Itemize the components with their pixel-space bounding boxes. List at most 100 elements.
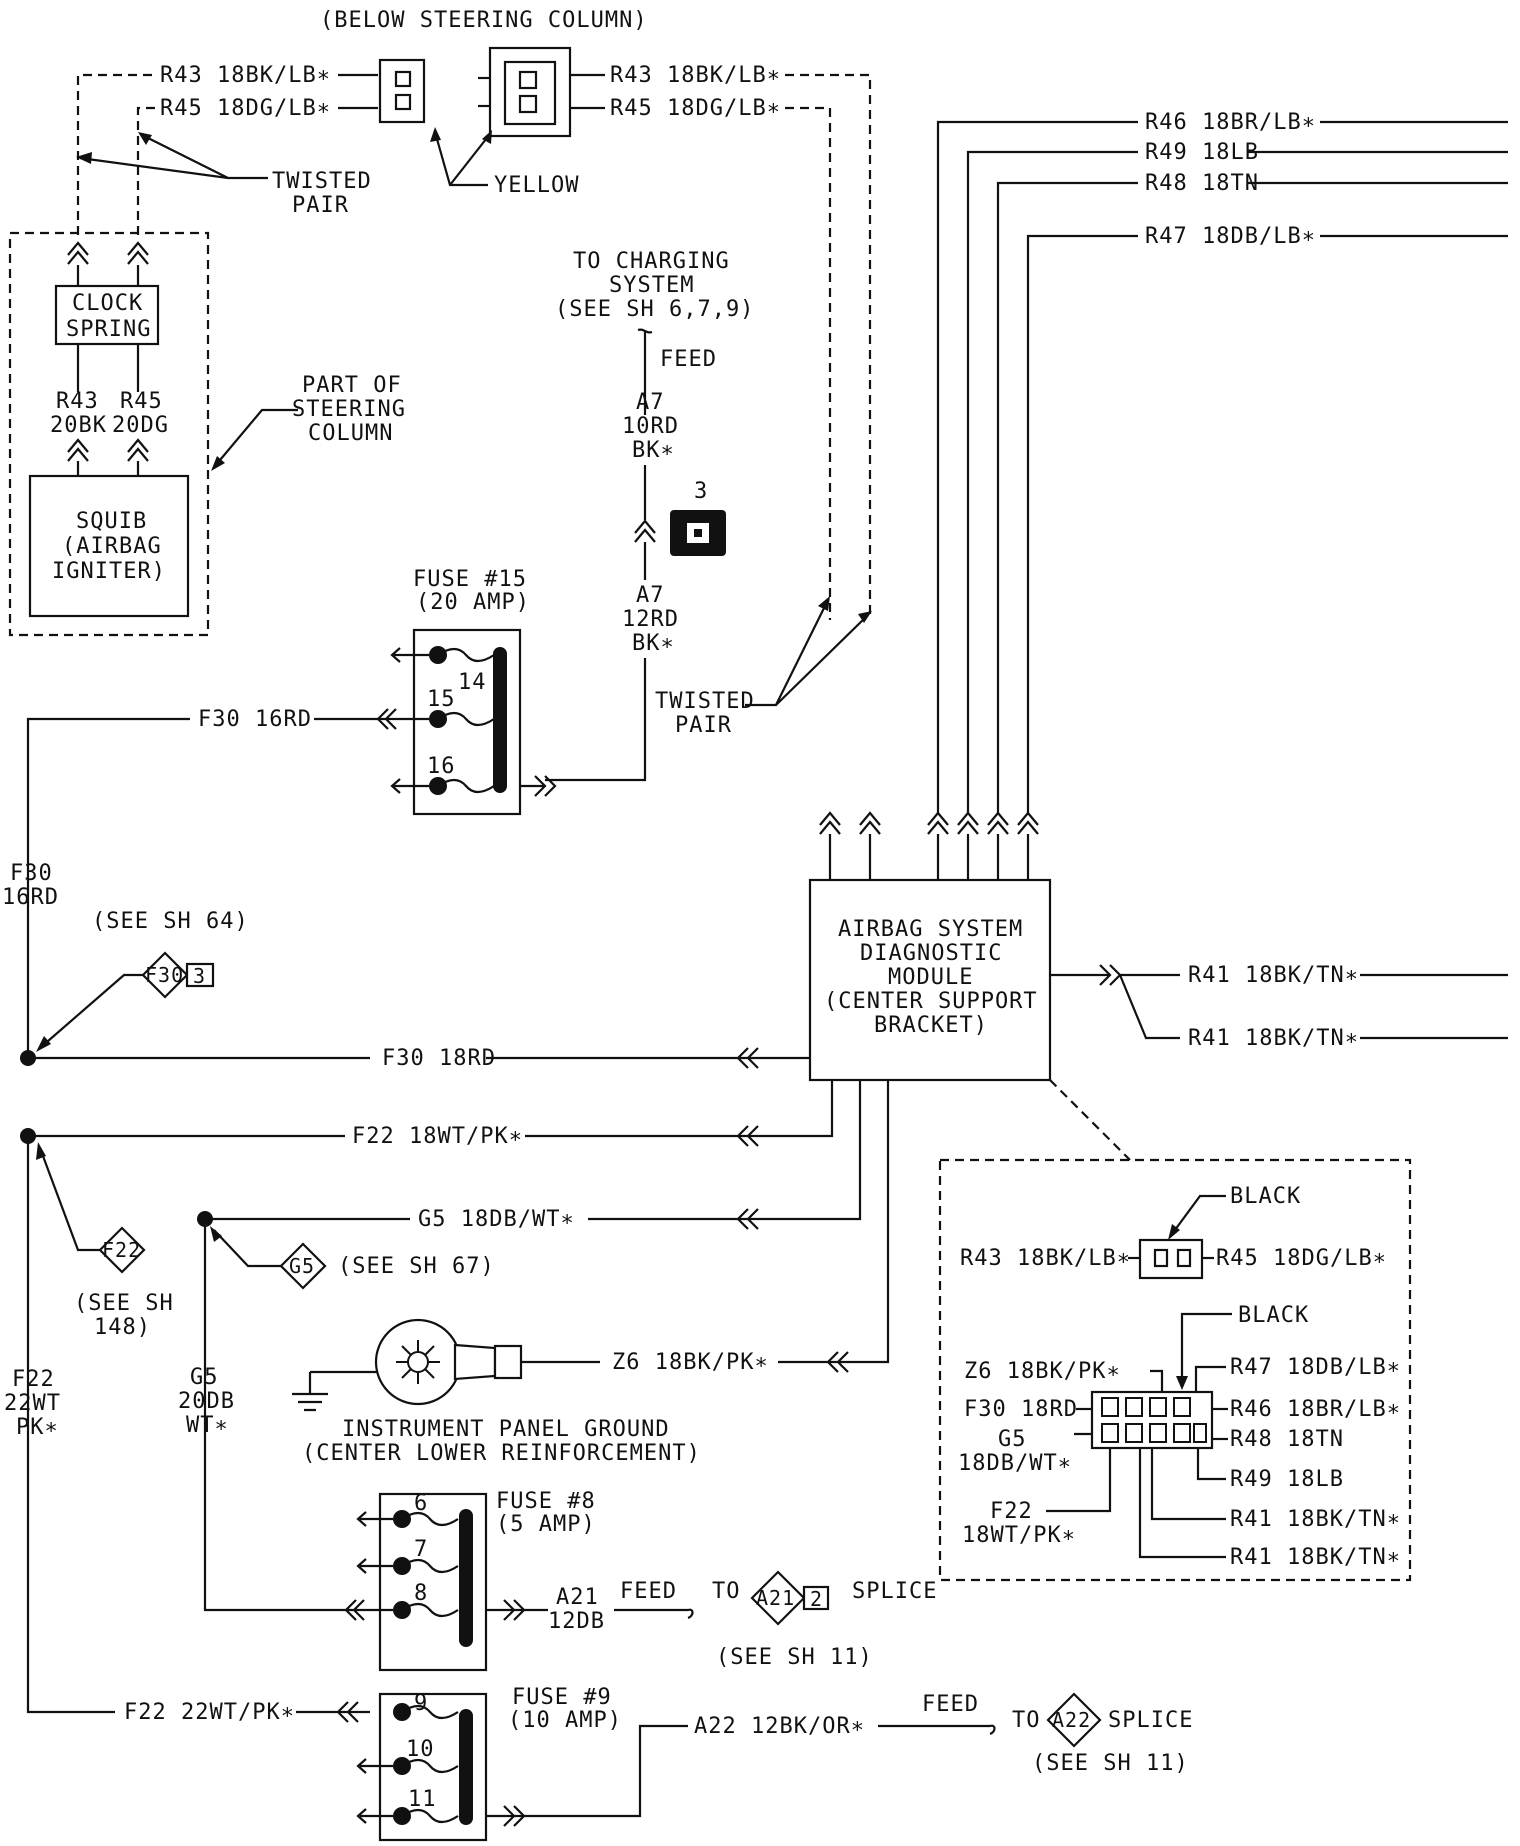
fuse8-title-1: FUSE #8: [496, 1489, 596, 1514]
see-sh148-label-2: 148): [94, 1315, 151, 1340]
steering-connector-male: [378, 58, 426, 124]
g5-vertical-label-3: WT∗: [186, 1413, 229, 1438]
a7-lower-label-3: BK∗: [632, 631, 675, 656]
fuse15-pin15: 15: [427, 687, 456, 712]
r45-top-left-label: R45 18DG/LB∗: [160, 96, 331, 121]
a22-see-label: (SEE SH 11): [1032, 1751, 1189, 1776]
a7-upper-label-3: BK∗: [632, 438, 675, 463]
wire-r45-right: [785, 106, 832, 620]
steering-connector-female: [478, 46, 572, 138]
inset-module-connector: [1090, 1390, 1214, 1450]
fuse15-title-2: (20 AMP): [416, 590, 530, 615]
instrument-panel-ground-icon: [292, 1318, 523, 1412]
a7-upper-label-1: A7: [636, 390, 665, 415]
inset-black-label-1: BLACK: [1230, 1184, 1301, 1209]
a21-connector-tag: [750, 1570, 830, 1626]
wire-r43-left: [76, 73, 158, 235]
clock-spring-label-1: CLOCK: [72, 291, 143, 316]
twisted-pair-label-1: TWISTED: [272, 169, 372, 194]
a21-tag-label: A21: [756, 1586, 795, 1610]
wire-r43-right: [785, 73, 872, 620]
f30-vertical-label-1: F30: [10, 861, 53, 886]
see-sh64-label: (SEE SH 64): [92, 909, 249, 934]
fuse9-block: [378, 1692, 488, 1842]
g5-vertical-label-2: 20DB: [178, 1389, 235, 1414]
connector-3-icon: [670, 510, 726, 556]
g5-18-label: G5 18DB/WT∗: [418, 1207, 575, 1232]
module-label-5: BRACKET): [874, 1013, 988, 1038]
below-steering-column-label: (BELOW STEERING COLUMN): [320, 8, 648, 33]
fuse9-title-2: (10 AMP): [508, 1708, 622, 1733]
a22-connector-tag: [1046, 1692, 1102, 1748]
ground-label-2: (CENTER LOWER REINFORCEMENT): [302, 1441, 701, 1466]
fuse15-block: [412, 628, 522, 816]
twisted-pair-label-2: PAIR: [292, 193, 349, 218]
inset-f30-label: F30 18RD: [964, 1397, 1078, 1422]
inset-r41b-label: R41 18BK/TN∗: [1230, 1545, 1401, 1570]
charging-label-1: TO CHARGING: [573, 249, 730, 274]
module-label-1: AIRBAG SYSTEM: [838, 917, 1023, 942]
r41b-wire-label: R41 18BK/TN∗: [1188, 1026, 1359, 1051]
a7-upper-label-2: 10RD: [622, 414, 679, 439]
inset-z6-label: Z6 18BK/PK∗: [964, 1359, 1121, 1384]
squib-label-2: (AIRBAG: [62, 534, 162, 559]
a21-feed-label: FEED: [620, 1579, 677, 1604]
f30-vertical-label-2: 16RD: [2, 885, 59, 910]
inset-airbag-connector: [1128, 1238, 1214, 1280]
g5-vertical-label-1: G5: [190, 1365, 219, 1390]
a21-label-1: A21: [556, 1585, 599, 1610]
a7-lower-label-1: A7: [636, 583, 665, 608]
a21-label-2: 12DB: [548, 1609, 605, 1634]
a22-tag-label: A22: [1052, 1708, 1091, 1732]
f30-connector-tag: [141, 951, 215, 999]
inset-r41a-label: R41 18BK/TN∗: [1230, 1507, 1401, 1532]
module-label-4: (CENTER SUPPORT: [824, 989, 1038, 1014]
r43-top-left-label: R43 18BK/LB∗: [160, 63, 331, 88]
ground-label-1: INSTRUMENT PANEL GROUND: [342, 1417, 670, 1442]
see-sh67-label: (SEE SH 67): [338, 1254, 495, 1279]
squib-label-3: IGNITER): [52, 559, 166, 584]
fuse9-pin11: 11: [408, 1787, 437, 1812]
r43-lower-label-2: 20BK: [50, 413, 107, 438]
a22-feed-label: FEED: [922, 1692, 979, 1717]
fuse8-pin7: 7: [414, 1537, 428, 1562]
f30-tag-number: 3: [193, 964, 206, 988]
r43-top-right-label: R43 18BK/LB∗: [610, 63, 781, 88]
part-of-label-1: PART OF: [302, 373, 402, 398]
clock-spring: [54, 284, 160, 346]
airbag-diagnostic-module: [808, 878, 1052, 1082]
f22-tag-label: F22: [102, 1238, 141, 1262]
f30-tag-label: F30: [145, 963, 184, 987]
inset-black-label-2: BLACK: [1238, 1303, 1309, 1328]
connector-3-number: 3: [694, 479, 708, 504]
module-label-2: DIAGNOSTIC: [860, 941, 1002, 966]
fuse9-pin10: 10: [406, 1737, 435, 1762]
module-label-3: MODULE: [888, 965, 973, 990]
fuse8-block: [378, 1492, 488, 1672]
a21-splice-label: SPLICE: [852, 1579, 937, 1604]
a22-splice-label: SPLICE: [1108, 1708, 1193, 1733]
steering-column-box: [8, 231, 210, 637]
z6-ground-label: Z6 18BK/PK∗: [612, 1350, 769, 1375]
r43-lower-label-1: R43: [56, 389, 99, 414]
fuse9-pin9: 9: [414, 1691, 428, 1716]
inset-r49-label: R49 18LB: [1230, 1467, 1344, 1492]
inset-g5-label-2: 18DB/WT∗: [958, 1451, 1072, 1476]
wire-r45-left: [136, 106, 158, 235]
a7-lower-label-2: 12RD: [622, 607, 679, 632]
connector-inset-box: [938, 1158, 1412, 1582]
g5-tag-label: G5: [289, 1254, 315, 1278]
squib-label-1: SQUIB: [76, 509, 147, 534]
inset-f22-label-2: 18WT/PK∗: [962, 1523, 1076, 1548]
fuse8-pin8: 8: [414, 1581, 428, 1606]
inset-r47-label: R47 18DB/LB∗: [1230, 1355, 1401, 1380]
r48-wire-label: R48 18TN: [1145, 171, 1259, 196]
f22-vertical-label-3: PK∗: [16, 1415, 59, 1440]
fuse9-title-1: FUSE #9: [512, 1685, 612, 1710]
part-of-label-3: COLUMN: [308, 421, 393, 446]
fuse8-title-2: (5 AMP): [496, 1512, 596, 1537]
twisted-pair-lower-2: PAIR: [675, 713, 732, 738]
a21-tag-number: 2: [810, 1587, 823, 1611]
inset-r48-label: R48 18TN: [1230, 1427, 1344, 1452]
